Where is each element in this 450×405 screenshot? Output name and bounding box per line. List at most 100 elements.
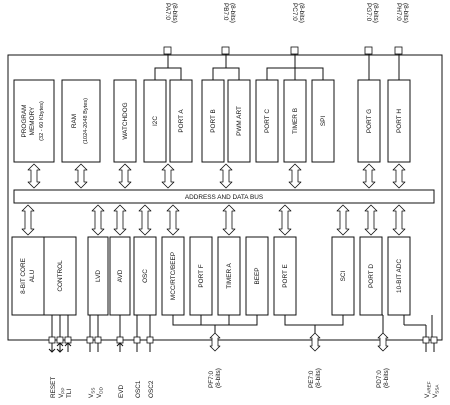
svg-text:PWM ART: PWM ART (236, 106, 243, 136)
bus-arrows-lower (21, 204, 406, 236)
pin-label-reset: RESET (50, 377, 57, 398)
svg-text:(8-bits): (8-bits) (315, 368, 322, 388)
spi-block: SPI (311, 79, 335, 163)
pin-label-tli: TLI (66, 389, 73, 398)
pin-arrows (48, 342, 435, 353)
port-b-block: PORT B (201, 79, 225, 163)
svg-text:TIMER A: TIMER A (226, 262, 233, 288)
svg-text:(8-bits): (8-bits) (383, 368, 390, 388)
svg-text:(32 - 60 Kbytes): (32 - 60 Kbytes) (39, 101, 45, 141)
port-label-pb: PB7:0 (8-bits) (222, 3, 236, 23)
pin-label-varef: VAREF (424, 381, 432, 398)
svg-text:PH7:0: PH7:0 (395, 3, 402, 21)
svg-text:CONTROL: CONTROL (57, 260, 64, 292)
port-a-block: PORT A (169, 79, 193, 163)
svg-text:PORT H: PORT H (396, 109, 403, 133)
pin-label-osc2: OSC2 (148, 380, 155, 398)
svg-text:PORT D: PORT D (368, 264, 375, 288)
pin-label-evd: EVD (118, 384, 125, 398)
svg-text:PE7:0: PE7:0 (308, 370, 315, 388)
core-alu-block: 8-BIT CORE ALU (11, 236, 45, 316)
svg-text:MEMORY: MEMORY (29, 106, 36, 135)
i2c-block: I2C (143, 79, 167, 163)
svg-text:PORT E: PORT E (282, 264, 289, 288)
port-c-block: PORT C (255, 79, 279, 163)
top-port-pins (163, 46, 403, 55)
port-f-block: PORT F (189, 236, 213, 316)
svg-text:PORT C: PORT C (264, 109, 271, 133)
bus-arrows-upper (27, 163, 406, 189)
port-label-pe: PE7:0 (8-bits) (308, 368, 322, 388)
pin-label-vdd: VDD (96, 386, 104, 398)
svg-text:PROGRAM: PROGRAM (21, 104, 28, 137)
svg-text:ALU: ALU (29, 269, 36, 282)
svg-text:PORT A: PORT A (178, 109, 185, 133)
svg-text:(1024-2048 Bytes): (1024-2048 Bytes) (83, 98, 89, 144)
svg-text:OSC2: OSC2 (148, 380, 155, 398)
address-data-bus (13, 189, 435, 204)
address-data-bus-label: ADDRESS AND DATA BUS (185, 194, 263, 201)
avd-block: AVD (109, 236, 131, 316)
svg-text:EVD: EVD (118, 384, 125, 398)
port-label-ph: PH7:0 (8-bits) (395, 3, 409, 23)
port-label-pg: PG7:0 (8-bits) (365, 3, 379, 23)
chip-boundary (7, 54, 443, 341)
svg-text:LVD: LVD (95, 270, 102, 282)
pin-label-vpp: VPP (58, 388, 66, 398)
svg-text:BEEP: BEEP (254, 267, 261, 284)
svg-text:PA7:0: PA7:0 (164, 3, 171, 20)
svg-text:PORT B: PORT B (210, 109, 217, 133)
svg-text:(8-bits): (8-bits) (171, 3, 178, 23)
svg-text:RESET: RESET (50, 377, 57, 398)
port-g-block: PORT G (357, 79, 381, 163)
watchdog-block: WATCHDOG (113, 79, 137, 163)
timer-a-block: TIMER A (217, 236, 241, 316)
svg-text:WATCHDOG: WATCHDOG (122, 102, 129, 139)
osc-block: OSC (133, 236, 157, 316)
program-memory-block: PROGRAM MEMORY (32 - 60 Kbytes) (13, 79, 55, 163)
svg-text:VPP: VPP (58, 388, 66, 398)
svg-text:VDD: VDD (96, 386, 104, 398)
port-h-block: PORT H (387, 79, 411, 163)
svg-text:RAM: RAM (71, 114, 78, 128)
pin-label-osc1: OSC1 (135, 380, 142, 398)
bottom-port-arrows (209, 332, 389, 352)
pin-label-vss: VSS (88, 388, 96, 398)
port-e-block: PORT E (273, 236, 297, 316)
svg-text:PB7:0: PB7:0 (222, 3, 229, 21)
beep-block: BEEP (245, 236, 269, 316)
ram-block: RAM (1024-2048 Bytes) (61, 79, 101, 163)
svg-text:PD7:0: PD7:0 (376, 370, 383, 388)
svg-text:VAREF: VAREF (424, 381, 432, 398)
timer-b-block: TIMER B (283, 79, 307, 163)
control-block: CONTROL (43, 236, 77, 316)
svg-text:AVD: AVD (117, 269, 124, 282)
port-label-pf: PF7:0 (8-bits) (208, 368, 222, 388)
svg-text:(8-bits): (8-bits) (298, 3, 305, 23)
top-port-wiring (154, 53, 400, 80)
svg-text:(8-bits): (8-bits) (215, 368, 222, 388)
svg-text:SCI: SCI (340, 270, 347, 281)
port-label-pa: PA7:0 (8-bits) (164, 3, 178, 23)
svg-text:PF7:0: PF7:0 (208, 371, 215, 388)
lvd-block: LVD (87, 236, 109, 316)
svg-text:(8-bits): (8-bits) (229, 3, 236, 23)
svg-text:VSSA: VSSA (432, 384, 440, 398)
svg-text:(8-bits): (8-bits) (402, 3, 409, 23)
svg-text:PC7:0: PC7:0 (291, 3, 298, 21)
port-d-block: PORT D (359, 236, 383, 316)
svg-text:TLI: TLI (66, 389, 73, 398)
svg-text:PORT G: PORT G (366, 109, 373, 133)
svg-text:TIMER B: TIMER B (292, 108, 299, 134)
svg-text:10-BIT ADC: 10-BIT ADC (396, 259, 403, 293)
svg-text:SPI: SPI (320, 116, 327, 127)
svg-text:VSS: VSS (88, 388, 96, 398)
mcc-rtc-beep-block: MCC/RTC/BEEP (161, 236, 185, 316)
pwm-art-block: PWM ART (227, 79, 251, 163)
bottom-port-wiring (51, 314, 433, 337)
svg-text:I2C: I2C (152, 116, 159, 126)
svg-text:MCC/RTC/BEEP: MCC/RTC/BEEP (170, 252, 177, 300)
svg-text:(8-bits): (8-bits) (372, 3, 379, 23)
